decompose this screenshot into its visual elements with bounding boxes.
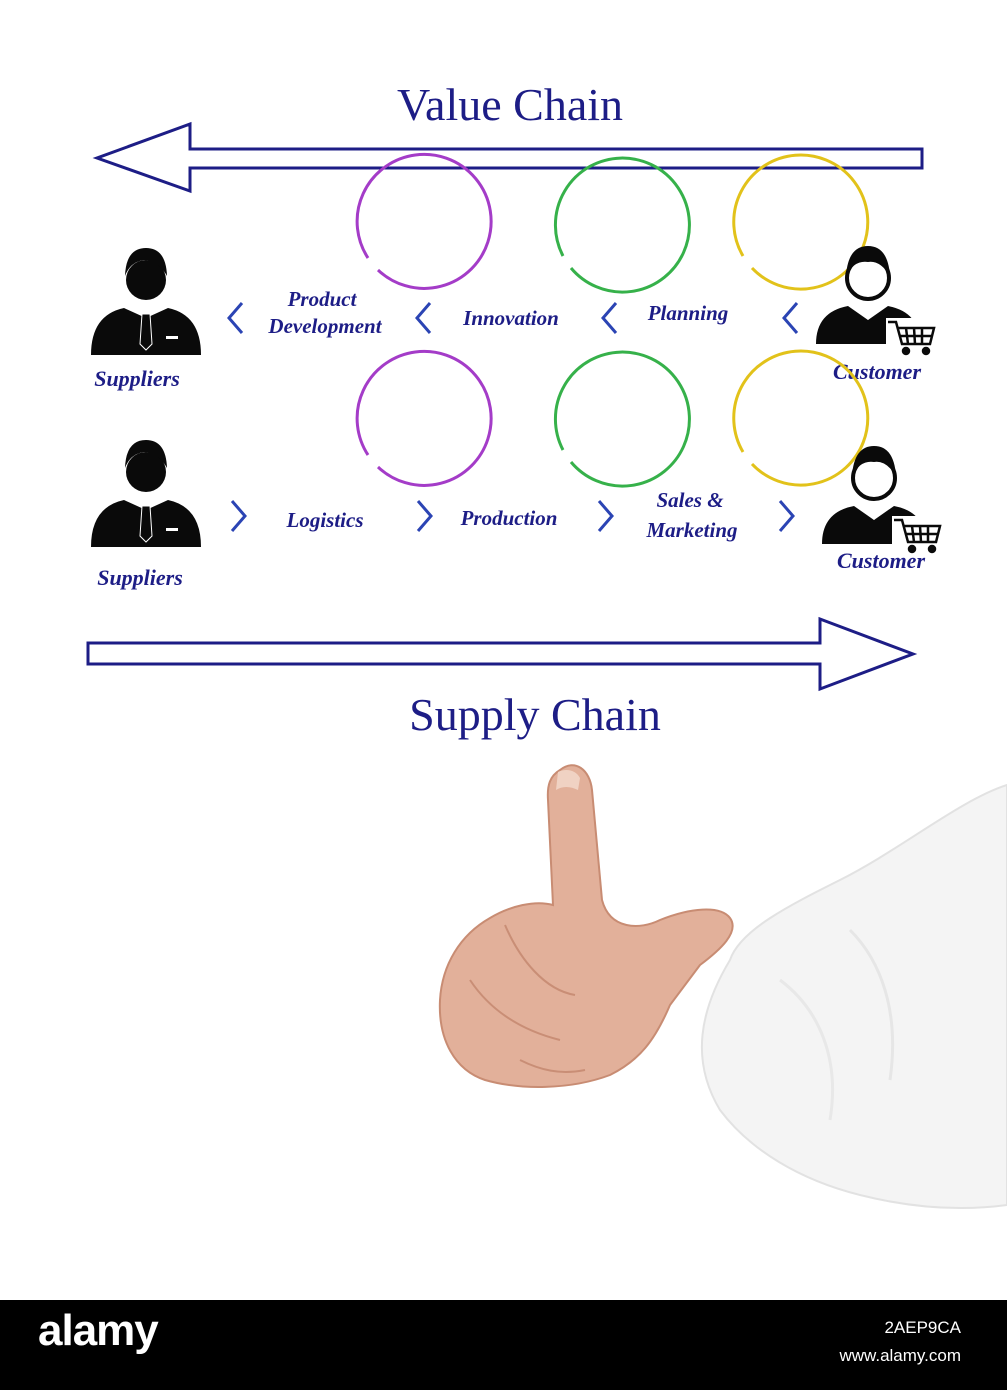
supplier-icon	[91, 248, 201, 355]
chevron-right-icon	[230, 500, 795, 532]
step-label: Innovation	[462, 306, 559, 330]
step-label: Production	[460, 506, 558, 530]
shirt-sleeve	[700, 783, 1007, 1209]
step-label: Logistics	[286, 508, 364, 532]
step-label: Sales &	[656, 488, 724, 512]
watermark-bar	[0, 1300, 1007, 1390]
value-chain-title: Value Chain	[397, 79, 623, 130]
watermark-url: www.alamy.com	[839, 1346, 961, 1365]
supplier-icon	[91, 440, 201, 547]
step-circle	[355, 152, 870, 294]
step-label: Planning	[647, 301, 729, 325]
supply-chain-arrow	[86, 616, 918, 692]
right-actor-label: Customer	[833, 359, 921, 384]
supply-chain-title: Supply Chain	[409, 689, 661, 740]
shopping-cart-icon	[892, 516, 944, 554]
chevron-left-icon	[227, 302, 799, 334]
shopping-cart-icon	[886, 318, 938, 356]
step-labels: Logistics Production Sales & Marketing	[286, 488, 738, 542]
step-label: Development	[267, 314, 382, 338]
pointing-hand-photo	[438, 764, 1007, 1209]
hand	[438, 764, 734, 1088]
supply-row: Suppliers Logistics Production Sales & M…	[91, 349, 944, 590]
left-actor-label: Suppliers	[94, 366, 180, 391]
step-label: Marketing	[645, 518, 737, 542]
left-actor-label: Suppliers	[97, 565, 183, 590]
alamy-logo: alamy	[38, 1306, 159, 1355]
value-row: Suppliers Product Development Innovation…	[91, 152, 938, 391]
image-id: 2AEP9CA	[884, 1318, 961, 1337]
step-label: Product	[287, 287, 358, 311]
right-actor-label: Customer	[837, 548, 925, 573]
step-circle	[355, 349, 870, 488]
step-labels: Product Development Innovation Planning	[267, 287, 728, 338]
value-chain-arrow	[92, 121, 924, 194]
